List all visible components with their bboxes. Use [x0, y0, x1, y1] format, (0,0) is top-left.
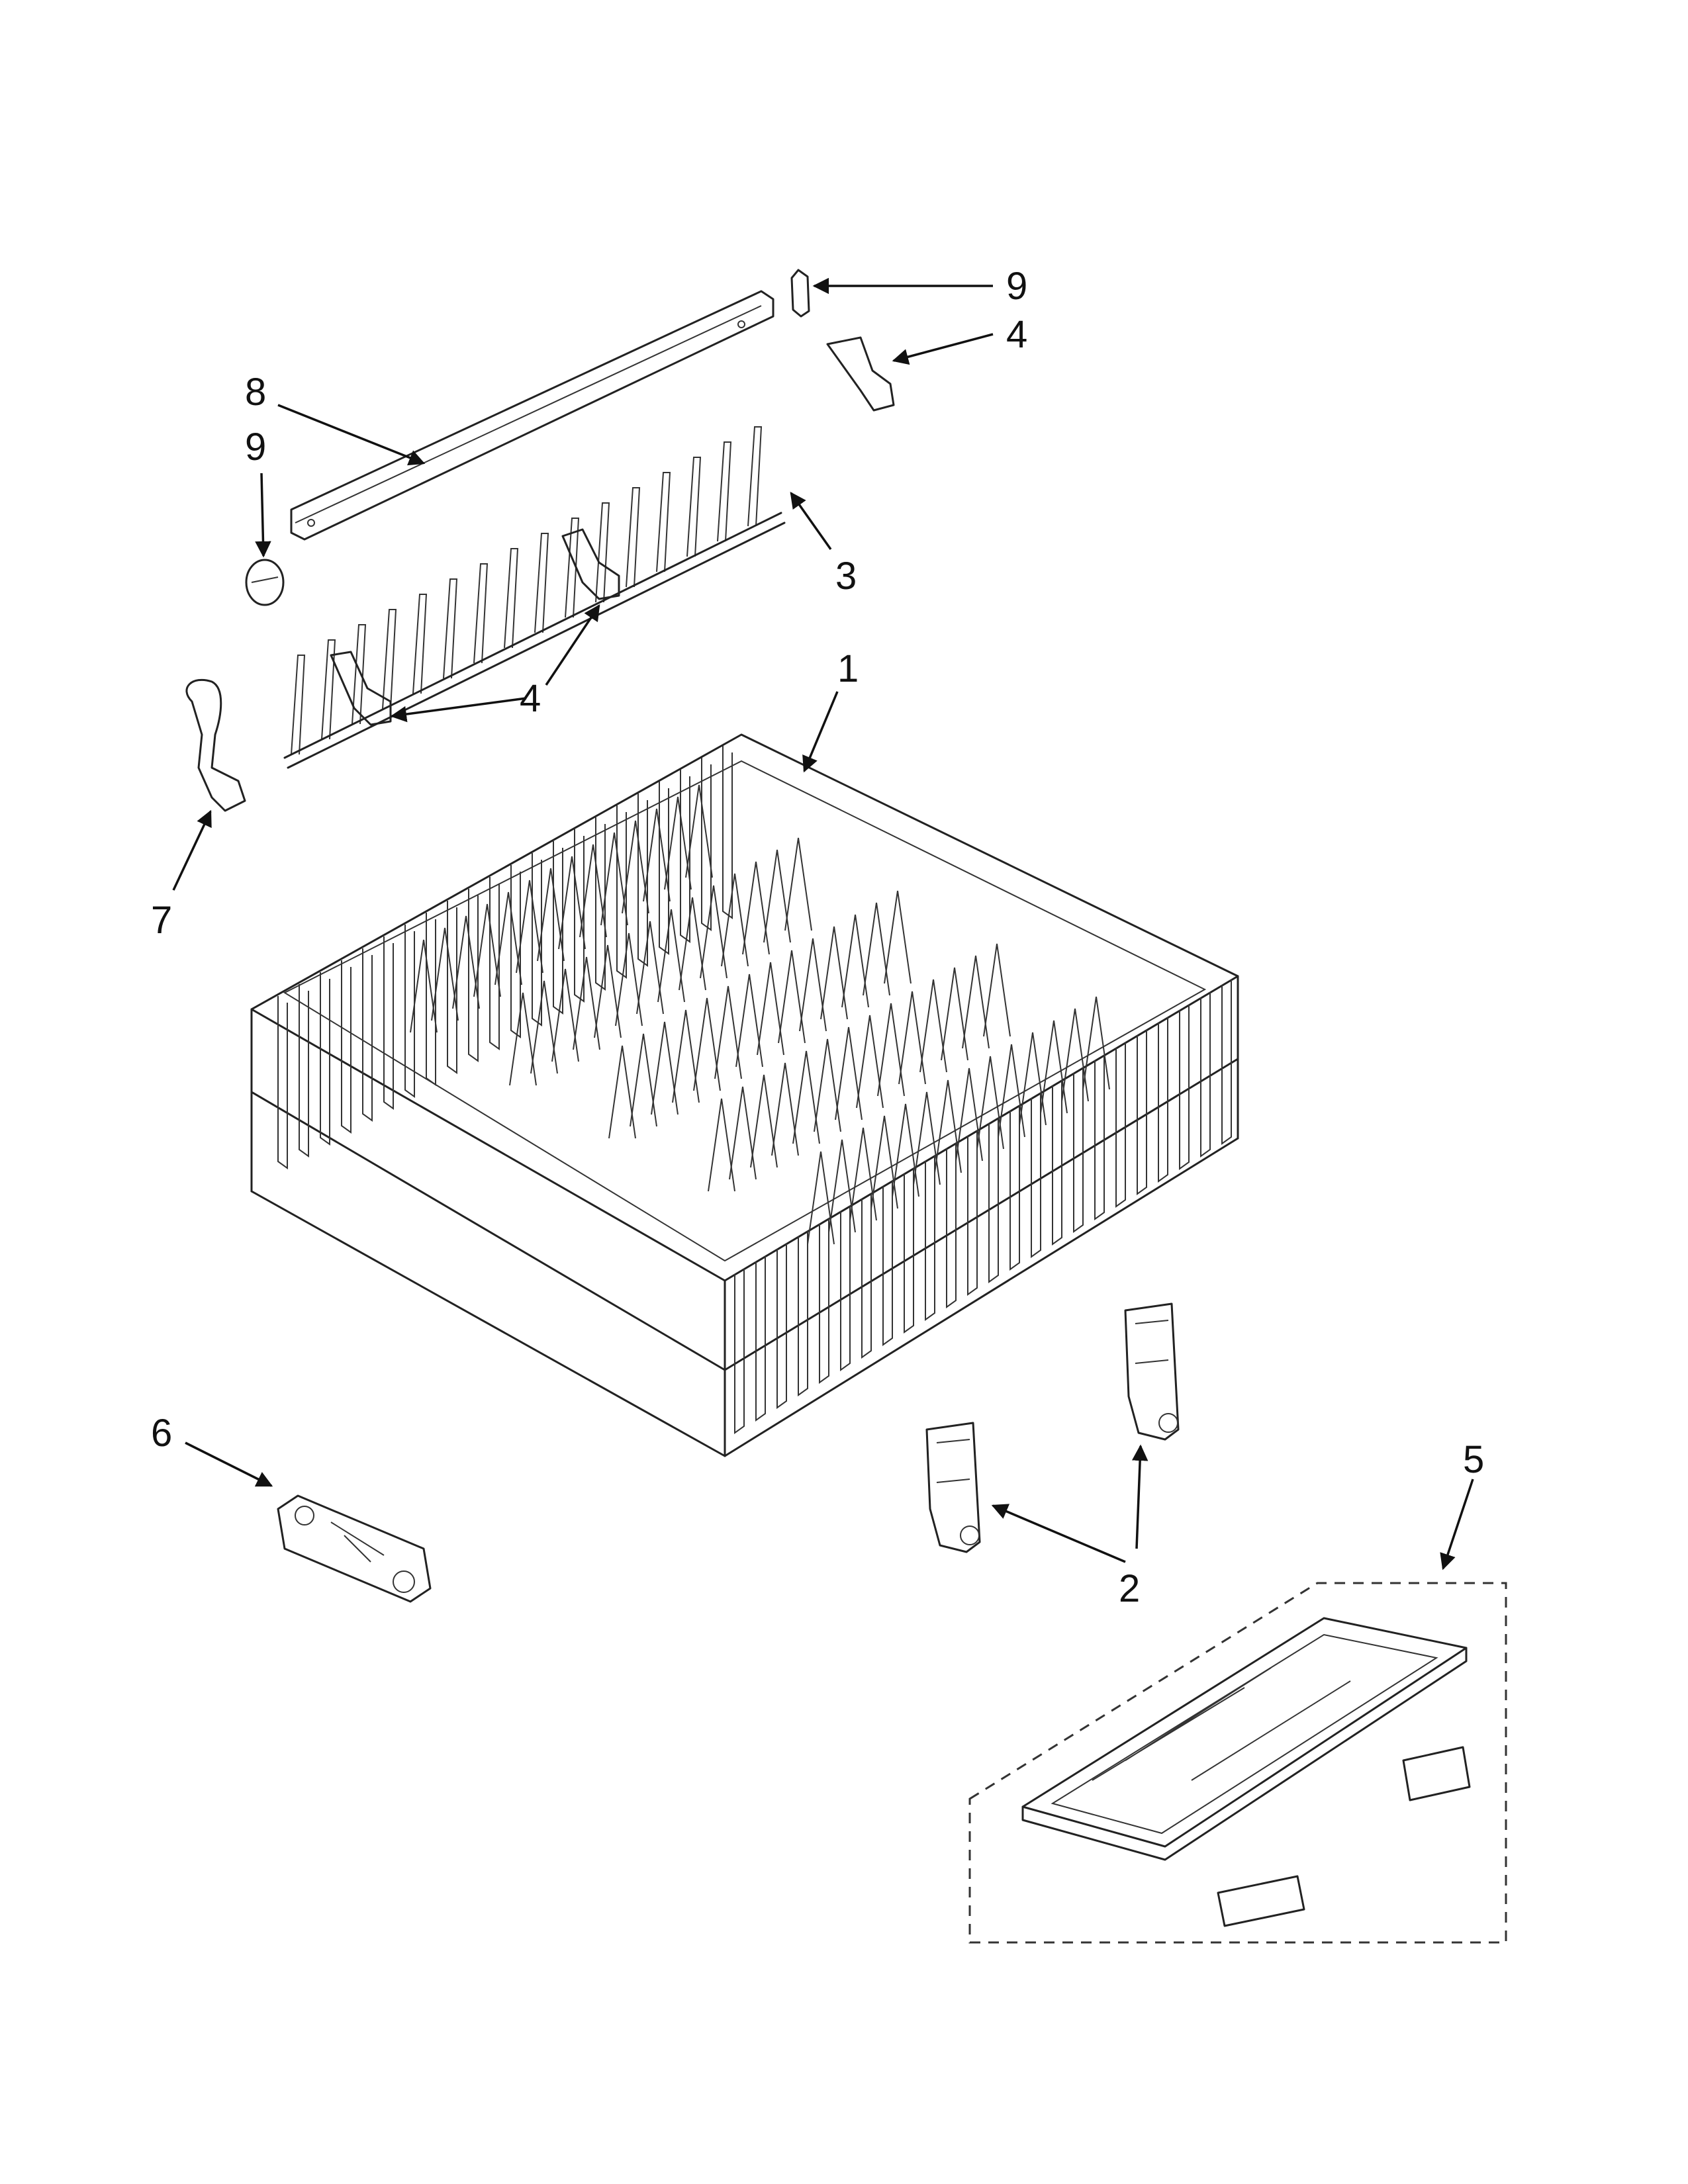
adjuster-part [277, 1494, 432, 1603]
kit-group [968, 1582, 1507, 1944]
roller-part-right [1124, 1302, 1180, 1441]
rack-bracket-part [185, 678, 246, 812]
callout-4-mid: 4 [520, 677, 541, 720]
callout-3: 3 [835, 555, 857, 598]
callout-8: 8 [245, 371, 266, 414]
roller-part-left [925, 1422, 981, 1553]
callout-4-top: 4 [1006, 313, 1027, 356]
shelf-clip-part-left [330, 651, 392, 726]
callout-1: 1 [837, 647, 859, 690]
end-cap-part [245, 559, 285, 606]
shelf-clip-part-mid [561, 528, 620, 600]
callout-9-left: 9 [245, 426, 266, 469]
callout-7: 7 [151, 899, 172, 942]
clip-part-top [790, 269, 810, 318]
callout-6: 6 [151, 1412, 172, 1455]
callout-2: 2 [1119, 1567, 1140, 1610]
callout-5: 5 [1463, 1438, 1484, 1481]
leader-lines [172, 277, 1474, 1570]
rack-rail-part [290, 290, 774, 541]
callout-9-top: 9 [1006, 265, 1027, 308]
upper-rack-basket-part [250, 733, 1239, 1457]
shelf-clip-part-top [826, 336, 895, 412]
